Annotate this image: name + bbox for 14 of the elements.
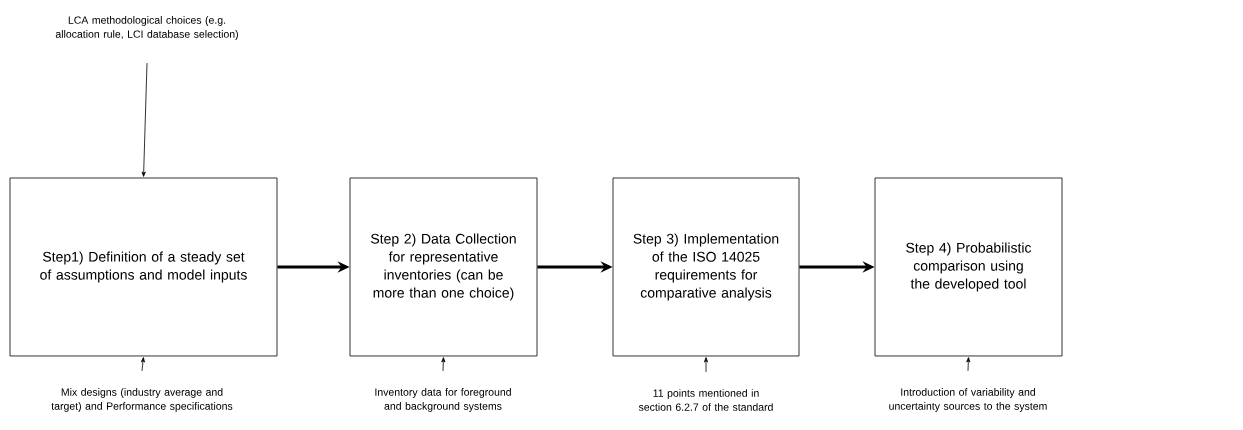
process-box: Step 4) Probabilistic comparison using the developed tool (874, 177, 1063, 357)
arrow (441, 357, 446, 372)
input-note: LCA methodological choices (e.g. allocation rule, LCI database selection) (55, 16, 238, 40)
arrow (966, 357, 971, 372)
input-note: Introduction of variability and uncertainty sources to the system (889, 388, 1047, 412)
arrow (140, 357, 145, 372)
input-note: 11 points mentioned in section 6.2.7 of the standard (638, 389, 773, 411)
input-note: Mix designs (industry average and target) and Performance specifications (51, 388, 233, 412)
process-box: Step 3) Implementation of the ISO 14025 requirements for comparative analysis (612, 177, 800, 357)
arrow (704, 357, 708, 373)
input-note: Inventory data for foreground and background systems (375, 388, 511, 412)
process-box: Step 2) Data Collection for representative inventories (can be more than one choice) (349, 177, 538, 357)
arrow (141, 62, 148, 177)
process-box: Step1) Definition of a steady set of assumptions and model inputs (9, 177, 278, 357)
